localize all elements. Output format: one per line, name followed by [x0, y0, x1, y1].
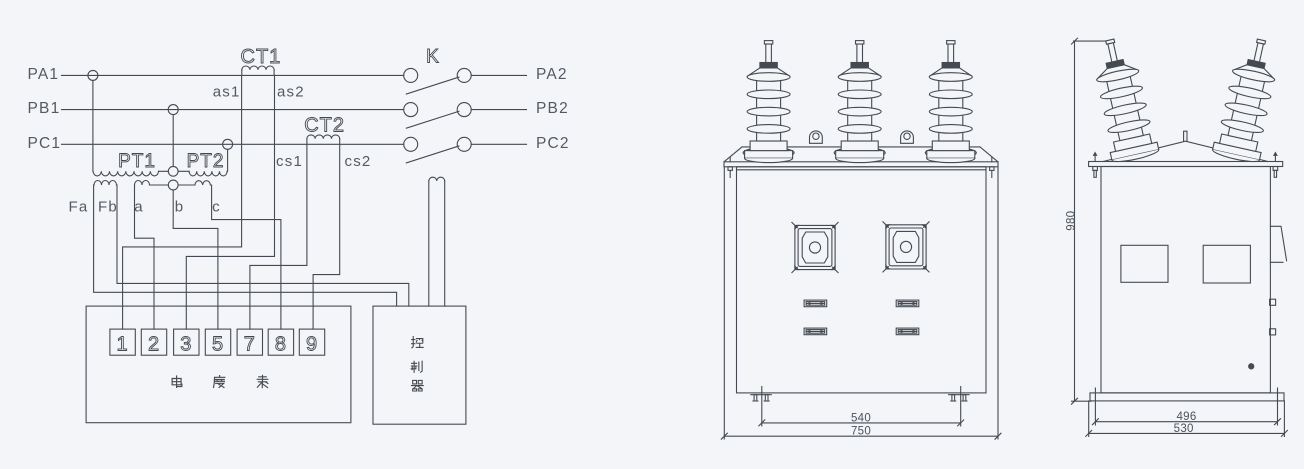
svg-text:7: 7 — [244, 333, 256, 355]
svg-text:5: 5 — [212, 333, 224, 355]
svg-text:a: a — [134, 199, 144, 216]
svg-text:PC2: PC2 — [536, 135, 570, 152]
svg-text:1: 1 — [117, 333, 129, 355]
svg-text:PT2: PT2 — [187, 151, 225, 172]
svg-text:540: 540 — [851, 412, 871, 424]
svg-text:as2: as2 — [277, 84, 305, 101]
svg-text:496: 496 — [1176, 411, 1196, 423]
svg-text:cs2: cs2 — [345, 153, 372, 170]
svg-text:b: b — [175, 199, 185, 216]
svg-text:PB2: PB2 — [536, 100, 569, 117]
svg-text:PC1: PC1 — [28, 135, 62, 152]
svg-text:as1: as1 — [213, 84, 241, 101]
svg-text:530: 530 — [1174, 423, 1194, 435]
svg-text:cs1: cs1 — [276, 153, 303, 170]
svg-text:750: 750 — [851, 426, 871, 438]
svg-text:2: 2 — [148, 333, 160, 355]
svg-text:Fb: Fb — [98, 199, 118, 216]
svg-text:PA1: PA1 — [28, 66, 60, 83]
svg-text:CT1: CT1 — [241, 46, 282, 68]
svg-text:PB1: PB1 — [28, 100, 61, 117]
svg-text:K: K — [426, 47, 440, 68]
svg-text:3: 3 — [180, 333, 192, 355]
svg-text:Fa: Fa — [69, 199, 89, 216]
svg-text:PA2: PA2 — [536, 66, 568, 83]
svg-text:CT2: CT2 — [304, 115, 345, 137]
svg-text:8: 8 — [275, 333, 287, 355]
svg-text:c: c — [212, 199, 221, 216]
svg-text:9: 9 — [306, 333, 318, 355]
svg-text:PT1: PT1 — [118, 151, 156, 172]
svg-text:980: 980 — [1066, 211, 1078, 231]
